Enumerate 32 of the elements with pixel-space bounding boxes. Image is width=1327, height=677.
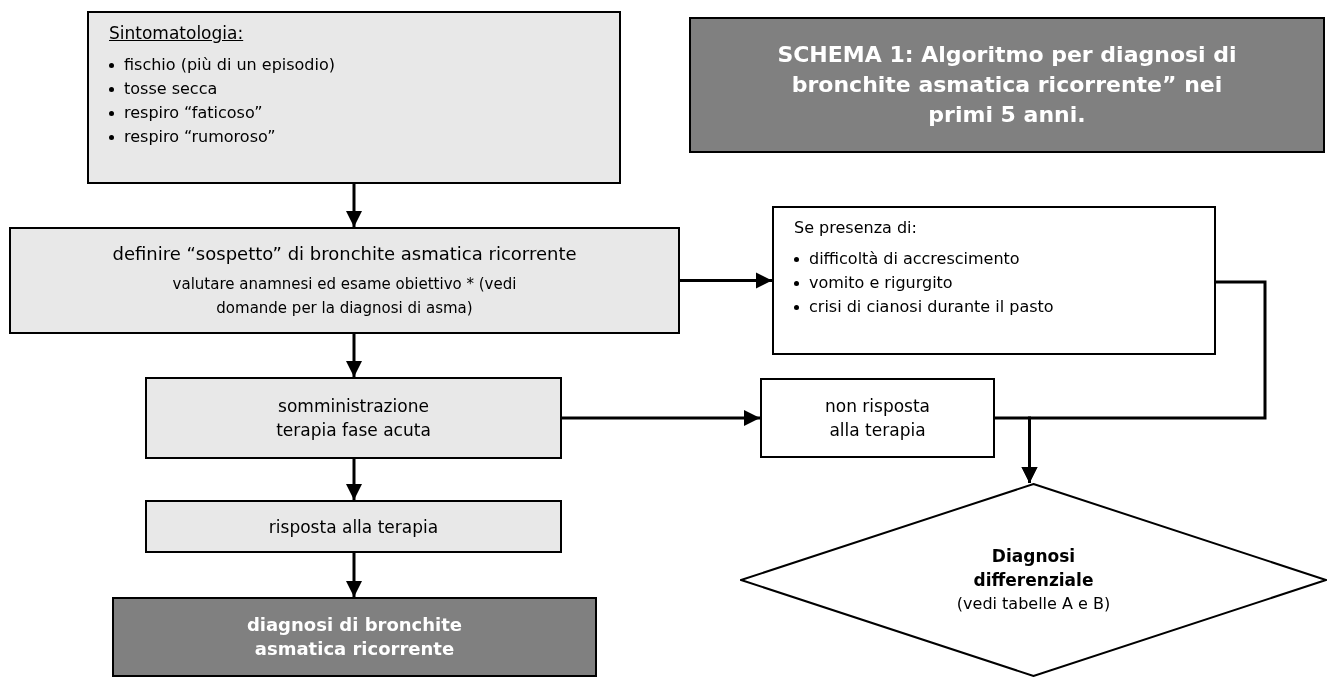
- process-box: [9, 227, 680, 334]
- box-text: definire “sospetto” di bronchite asmatica ricorrente: [112, 241, 577, 266]
- process-box: [112, 597, 597, 677]
- box-heading: Se presenza di:: [794, 218, 917, 237]
- bullet-item: respiro “faticoso”: [124, 102, 263, 124]
- arrow: [995, 416, 1038, 483]
- bullet-item: difficoltà di accrescimento: [809, 248, 1020, 270]
- process-box: [87, 11, 621, 184]
- bullet-item: fischio (più di un episodio): [124, 54, 335, 76]
- title-text: SCHEMA 1: Algoritmo per diagnosi di bronchite asmatica ricorrente” nei primi 5 anni.: [776, 41, 1238, 129]
- box-text: non risposta alla terapia: [823, 395, 932, 442]
- process-box: [145, 377, 562, 459]
- bullet-item: tosse secca: [124, 78, 218, 100]
- decision-title: Diagnosi differenziale: [972, 545, 1095, 592]
- box-heading: Sintomatologia:: [109, 23, 244, 43]
- arrow: [345, 553, 363, 597]
- bullet-item: respiro “rumoroso”: [124, 126, 276, 148]
- bullet-item: vomito e rigurgito: [809, 272, 953, 294]
- box-text: valutare anamnesi ed esame obiettivo * (vedi domande per la diagnosi di asma): [171, 273, 518, 319]
- box-text: risposta alla terapia: [268, 515, 439, 539]
- arrow: [345, 459, 363, 500]
- decision-note: (vedi tabelle A e B): [956, 593, 1111, 615]
- arrow: [680, 272, 772, 289]
- bullet-item: crisi di cianosi durante il pasto: [809, 296, 1054, 318]
- arrow: [345, 184, 363, 227]
- box-text: somministrazione terapia fase acuta: [275, 395, 432, 442]
- process-box: [760, 378, 995, 458]
- arrow: [345, 334, 363, 377]
- process-box: [145, 500, 562, 553]
- process-box: [772, 206, 1216, 355]
- box-text: diagnosi di bronchite asmatica ricorrente: [245, 613, 464, 661]
- arrow: [562, 409, 760, 427]
